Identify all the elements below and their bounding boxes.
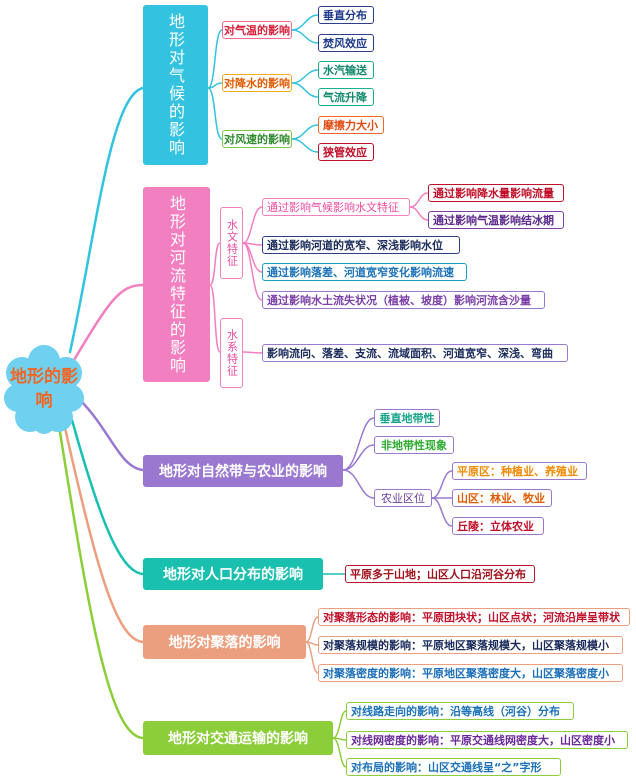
leaf-transport-route[interactable]: 对线路走向的影响：沿等高线（河谷）分布 — [346, 702, 574, 720]
branch-river[interactable]: 地形对河流特征的影响 — [143, 187, 210, 382]
leaf-precip-flow[interactable]: 通过影响降水量影响流量 — [428, 184, 564, 202]
cloud-shape — [4, 345, 84, 434]
branch-transport[interactable]: 地形对交通运输的影响 — [143, 721, 333, 755]
leaf-population[interactable]: 平原多于山地；山区人口沿河谷分布 — [345, 565, 535, 583]
leaf-settlement-form[interactable]: 对聚落形态的影响：平原团块状；山区点状；河流沿岸呈带状 — [318, 608, 630, 626]
branch-climate[interactable]: 地形对气候的影响 — [143, 5, 208, 165]
leaf-settlement-density[interactable]: 对聚落密度的影响：平原地区聚落密度大，山区聚落密度小 — [318, 664, 623, 682]
leaf-foehn-effect[interactable]: 焚风效应 — [318, 34, 374, 52]
leaf-transport-density[interactable]: 对线网密度的影响：平原交通线网密度大，山区密度小 — [346, 731, 628, 749]
leaf-erosion-sediment[interactable]: 通过影响水土流失状况（植被、坡度）影响河流含沙量 — [262, 291, 545, 309]
sub-hydrology[interactable]: 水文特征 — [220, 207, 243, 279]
leaf-channel-level[interactable]: 通过影响河道的宽窄、深浅影响水位 — [262, 236, 460, 254]
sub-wind[interactable]: 对风速的影响 — [222, 130, 292, 148]
leaf-vertical-zonality[interactable]: 垂直地带性 — [374, 409, 440, 427]
branch-settlement[interactable]: 地形对聚落的影响 — [143, 625, 306, 659]
root-node: 地形的影响 — [4, 343, 84, 435]
sub-temperature[interactable]: 对气温的影响 — [222, 21, 292, 39]
leaf-hill-agri[interactable]: 丘陵：立体农业 — [452, 517, 544, 535]
sub-river-system[interactable]: 水系特征 — [220, 318, 243, 388]
leaf-gradient-velocity[interactable]: 通过影响落差、河道宽窄变化影响流速 — [262, 263, 467, 281]
branch-population[interactable]: 地形对人口分布的影响 — [143, 558, 323, 590]
leaf-mountain-agri[interactable]: 山区：林业、牧业 — [452, 489, 552, 507]
root-title: 地形的影响 — [10, 367, 78, 411]
leaf-vapor-transport[interactable]: 水汽输送 — [318, 61, 374, 79]
sub-agri-location[interactable]: 农业区位 — [374, 489, 432, 507]
leaf-vertical-distribution[interactable]: 垂直分布 — [318, 6, 374, 24]
leaf-climate-hydro[interactable]: 通过影响气候影响水文特征 — [262, 198, 410, 216]
leaf-settlement-scale[interactable]: 对聚落规模的影响：平原地区聚落规模大，山区聚落规模小 — [318, 636, 623, 654]
leaf-temp-freeze[interactable]: 通过影响气温影响结冰期 — [428, 211, 564, 229]
branch-nature[interactable]: 地形对自然带与农业的影响 — [143, 455, 343, 487]
leaf-azonal[interactable]: 非地带性现象 — [374, 436, 454, 454]
leaf-plain-agri[interactable]: 平原区：种植业、养殖业 — [452, 462, 587, 480]
leaf-airflow[interactable]: 气流升降 — [318, 88, 374, 106]
leaf-friction[interactable]: 摩擦力大小 — [318, 116, 384, 134]
leaf-river-system[interactable]: 影响流向、落差、支流、流域面积、河道宽窄、深浅、弯曲 — [262, 344, 568, 362]
sub-precipitation[interactable]: 对降水的影响 — [222, 74, 292, 92]
leaf-canyon-effect[interactable]: 狭管效应 — [318, 143, 374, 161]
leaf-transport-layout[interactable]: 对布局的影响：山区交通线呈“之”字形 — [346, 758, 561, 776]
